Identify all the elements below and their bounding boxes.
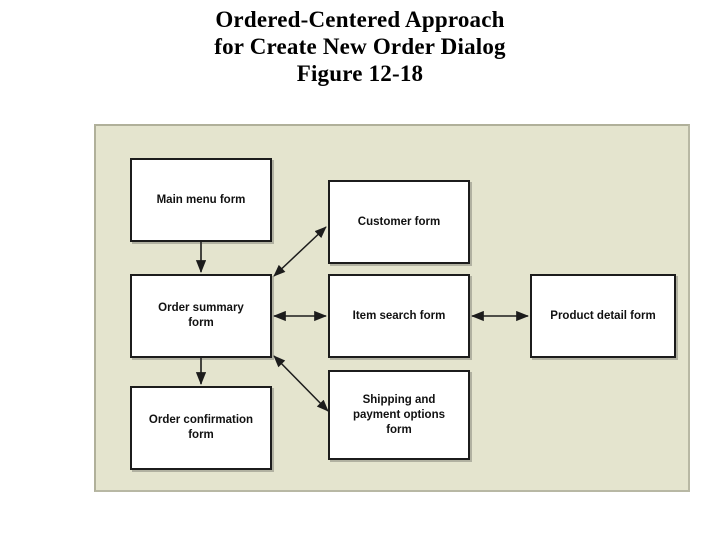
node-shipping-payment-options-form-label: Shipping and payment options form [352,393,445,436]
node-main-menu-form[interactable]: Main menu form [130,158,272,242]
node-shipping-payment-options-form[interactable]: Shipping and payment options form [328,370,470,460]
node-order-summary-form-label: Order summary form [158,302,244,329]
title-line-1: Ordered-Centered Approach [215,7,505,32]
edge-order-summary-to-shipping [273,355,329,412]
node-item-search-form[interactable]: Item search form [328,274,470,358]
page-title: Ordered-Centered Approach for Create New… [0,6,720,87]
node-customer-form[interactable]: Customer form [328,180,470,264]
node-order-summary-form[interactable]: Order summary form [130,274,272,358]
node-customer-form-label: Customer form [357,215,441,228]
node-order-confirmation-form-label: Order confirmation form [148,414,254,441]
node-main-menu-form-label: Main menu form [156,193,246,206]
edge-order-summary-to-customer [273,226,327,277]
title-line-3: Figure 12-18 [296,61,424,86]
node-item-search-form-label: Item search form [352,309,446,322]
node-product-detail-form[interactable]: Product detail form [530,274,676,358]
node-order-confirmation-form[interactable]: Order confirmation form [130,386,272,470]
diagram-panel: Main menu form Order summary form Order … [94,124,690,492]
node-product-detail-form-label: Product detail form [550,309,656,322]
title-line-2: for Create New Order Dialog [214,34,506,59]
